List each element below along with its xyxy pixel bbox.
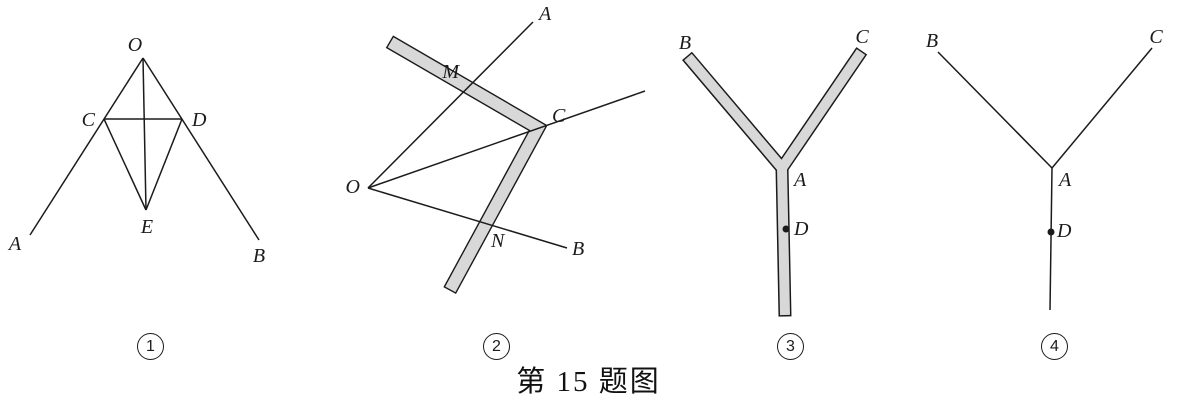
fig2-paper-strip-band xyxy=(385,35,548,295)
fig1-label-A: A xyxy=(7,233,22,255)
fig3-band-fill xyxy=(684,49,866,316)
fig1-segment-DE xyxy=(145,118,183,211)
fig2-ray-OA xyxy=(367,21,534,189)
fig4-label-C: C xyxy=(1149,26,1163,48)
fig4-point-D-dot xyxy=(1047,228,1055,236)
figure-2-labels: A M C O N B xyxy=(346,3,585,260)
figure-2-diagram: A M C O N B xyxy=(346,3,646,295)
fig3-point-D-dot xyxy=(782,225,790,233)
fig4-label-D: D xyxy=(1056,220,1072,242)
fig1-label-B: B xyxy=(253,245,265,267)
figure-1-lines xyxy=(29,57,260,241)
fig2-label-B: B xyxy=(572,238,584,260)
fig3-label-D: D xyxy=(793,218,809,240)
figure-1-number: 1 xyxy=(137,333,164,360)
figure-3-diagram: B C A D xyxy=(679,26,869,317)
fig4-label-A: A xyxy=(1057,169,1072,191)
caption: 第 15 题图 xyxy=(516,366,661,398)
fig1-label-E: E xyxy=(140,216,153,238)
figure-2-lines xyxy=(367,21,646,249)
fig1-segment-OE xyxy=(142,57,147,211)
fig3-label-B: B xyxy=(679,32,691,54)
figure-4-number: 4 xyxy=(1041,333,1068,360)
fig2-label-N: N xyxy=(490,230,506,252)
fig4-segment-BA xyxy=(937,51,1053,169)
figure-3-labels: B C A D xyxy=(679,26,869,240)
fig1-label-C: C xyxy=(82,109,96,131)
figure-4-labels: B C A D xyxy=(926,26,1163,242)
figure-3-number: 3 xyxy=(777,333,804,360)
figure-4-lines xyxy=(937,47,1153,311)
fig2-ray-OB xyxy=(367,187,568,249)
fig1-segment-CE xyxy=(103,118,147,211)
fig3-label-C: C xyxy=(855,26,869,48)
fig1-label-O: O xyxy=(128,34,142,56)
fig1-label-D: D xyxy=(191,109,207,131)
figure-2-number: 2 xyxy=(483,333,510,360)
fig4-label-B: B xyxy=(926,30,938,52)
figure-1-diagram: O C D E A B xyxy=(7,34,265,267)
fig3-label-A: A xyxy=(792,169,807,191)
fig2-label-M: M xyxy=(441,61,460,83)
fig2-label-O: O xyxy=(346,176,360,198)
fig2-label-A: A xyxy=(537,3,552,25)
figure-1-labels: O C D E A B xyxy=(7,34,265,267)
fig2-line-OC-extended xyxy=(367,90,646,189)
fig4-stem-AD xyxy=(1049,167,1053,311)
fig1-ray-OA xyxy=(29,57,144,236)
fig4-segment-CA xyxy=(1051,47,1153,169)
fig1-ray-OB xyxy=(142,57,260,241)
figure-4-diagram: B C A D xyxy=(926,26,1163,311)
fig2-label-C: C xyxy=(552,105,566,127)
